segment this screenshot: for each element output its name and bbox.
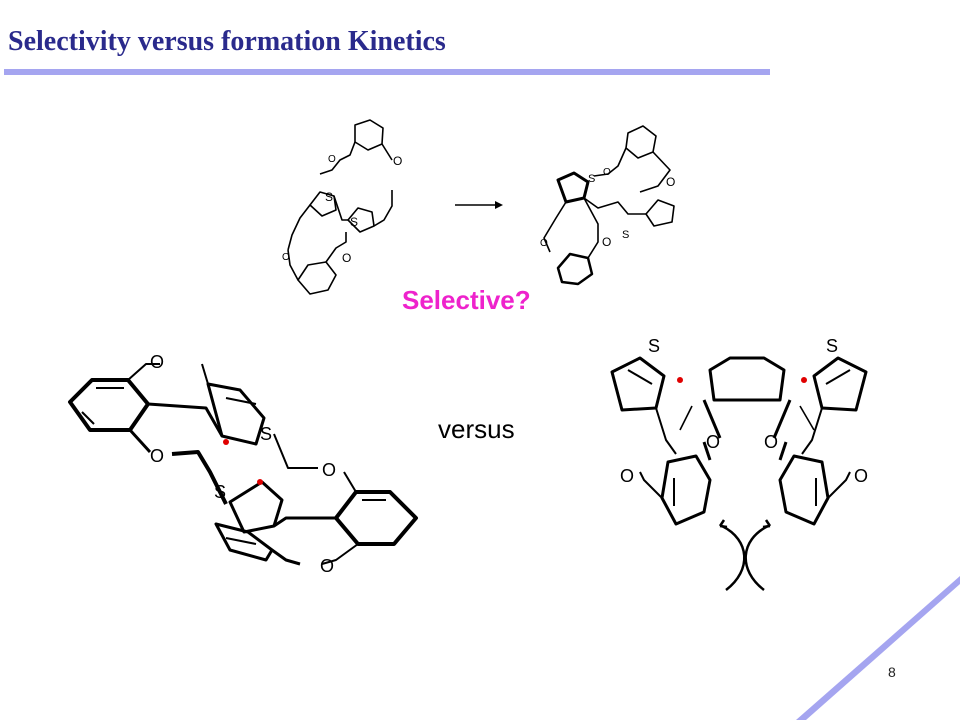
anti-conformer-structure: O S O O S O xyxy=(68,352,418,576)
highlight-dot xyxy=(801,377,807,383)
rotation-arrows-icon xyxy=(718,519,772,591)
oxygen-label: O xyxy=(342,251,351,265)
oxygen-label: O xyxy=(854,466,868,486)
oxygen-label: O xyxy=(150,352,164,372)
page-number: 8 xyxy=(888,664,896,680)
sulfur-label: S xyxy=(648,336,660,356)
sulfur-label: S xyxy=(588,173,595,185)
oxygen-label: O xyxy=(666,175,675,189)
reactant-molecule: O O S S O O xyxy=(282,119,402,295)
sulfur-label: S xyxy=(826,336,838,356)
oxygen-label: O xyxy=(150,446,164,466)
oxygen-label: O xyxy=(764,432,778,452)
product-molecule: S O O S O O xyxy=(540,125,675,286)
right-arrow-icon xyxy=(455,201,503,209)
sulfur-label: S xyxy=(622,229,629,241)
syn-conformer-structure: S S O O O O xyxy=(610,336,868,591)
corner-decoration xyxy=(796,576,960,720)
sulfur-label: S xyxy=(260,424,272,444)
title-underline xyxy=(4,69,770,75)
oxygen-label: O xyxy=(282,252,290,263)
versus-label: versus xyxy=(438,414,515,444)
slide-title: Selectivity versus formation Kinetics xyxy=(8,26,446,57)
sulfur-label: S xyxy=(325,190,333,204)
oxygen-label: O xyxy=(322,460,336,480)
sulfur-label: S xyxy=(350,215,358,229)
selectivity-question: Selective? xyxy=(402,285,531,315)
highlight-dot xyxy=(257,479,263,485)
oxygen-label: O xyxy=(620,466,634,486)
oxygen-label: O xyxy=(328,154,336,165)
oxygen-label: O xyxy=(602,235,611,249)
sulfur-label: S xyxy=(214,482,226,502)
oxygen-label: O xyxy=(540,238,548,249)
oxygen-label: O xyxy=(603,167,611,178)
oxygen-label: O xyxy=(706,432,720,452)
oxygen-label: O xyxy=(393,154,402,168)
highlight-dot xyxy=(677,377,683,383)
highlight-dot xyxy=(223,439,229,445)
oxygen-label: O xyxy=(320,556,334,576)
